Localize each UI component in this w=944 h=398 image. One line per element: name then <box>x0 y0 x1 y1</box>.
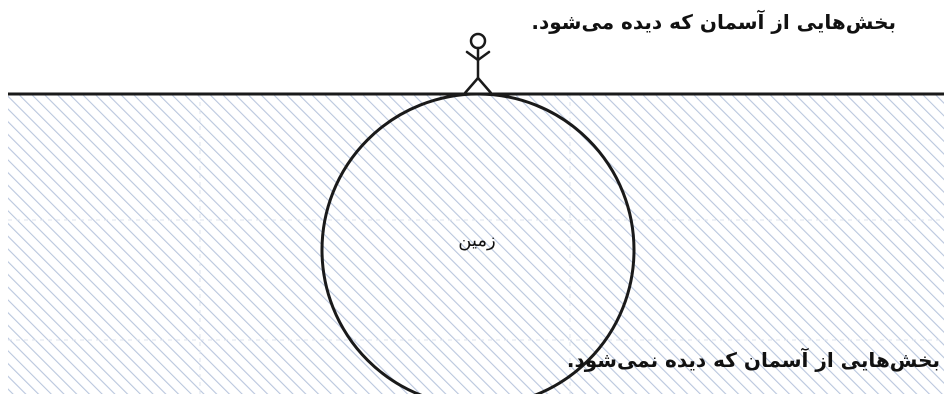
observer-stick-figure-icon <box>465 34 491 93</box>
earth-label-text: زمین <box>458 230 495 251</box>
earth-label: زمین <box>0 230 944 251</box>
visible-sky-label: بخش‌هایی از آسمان که دیده می‌شود. <box>531 10 896 34</box>
hidden-sky-label: بخش‌هایی از آسمان که دیده نمی‌شود. <box>567 348 940 372</box>
